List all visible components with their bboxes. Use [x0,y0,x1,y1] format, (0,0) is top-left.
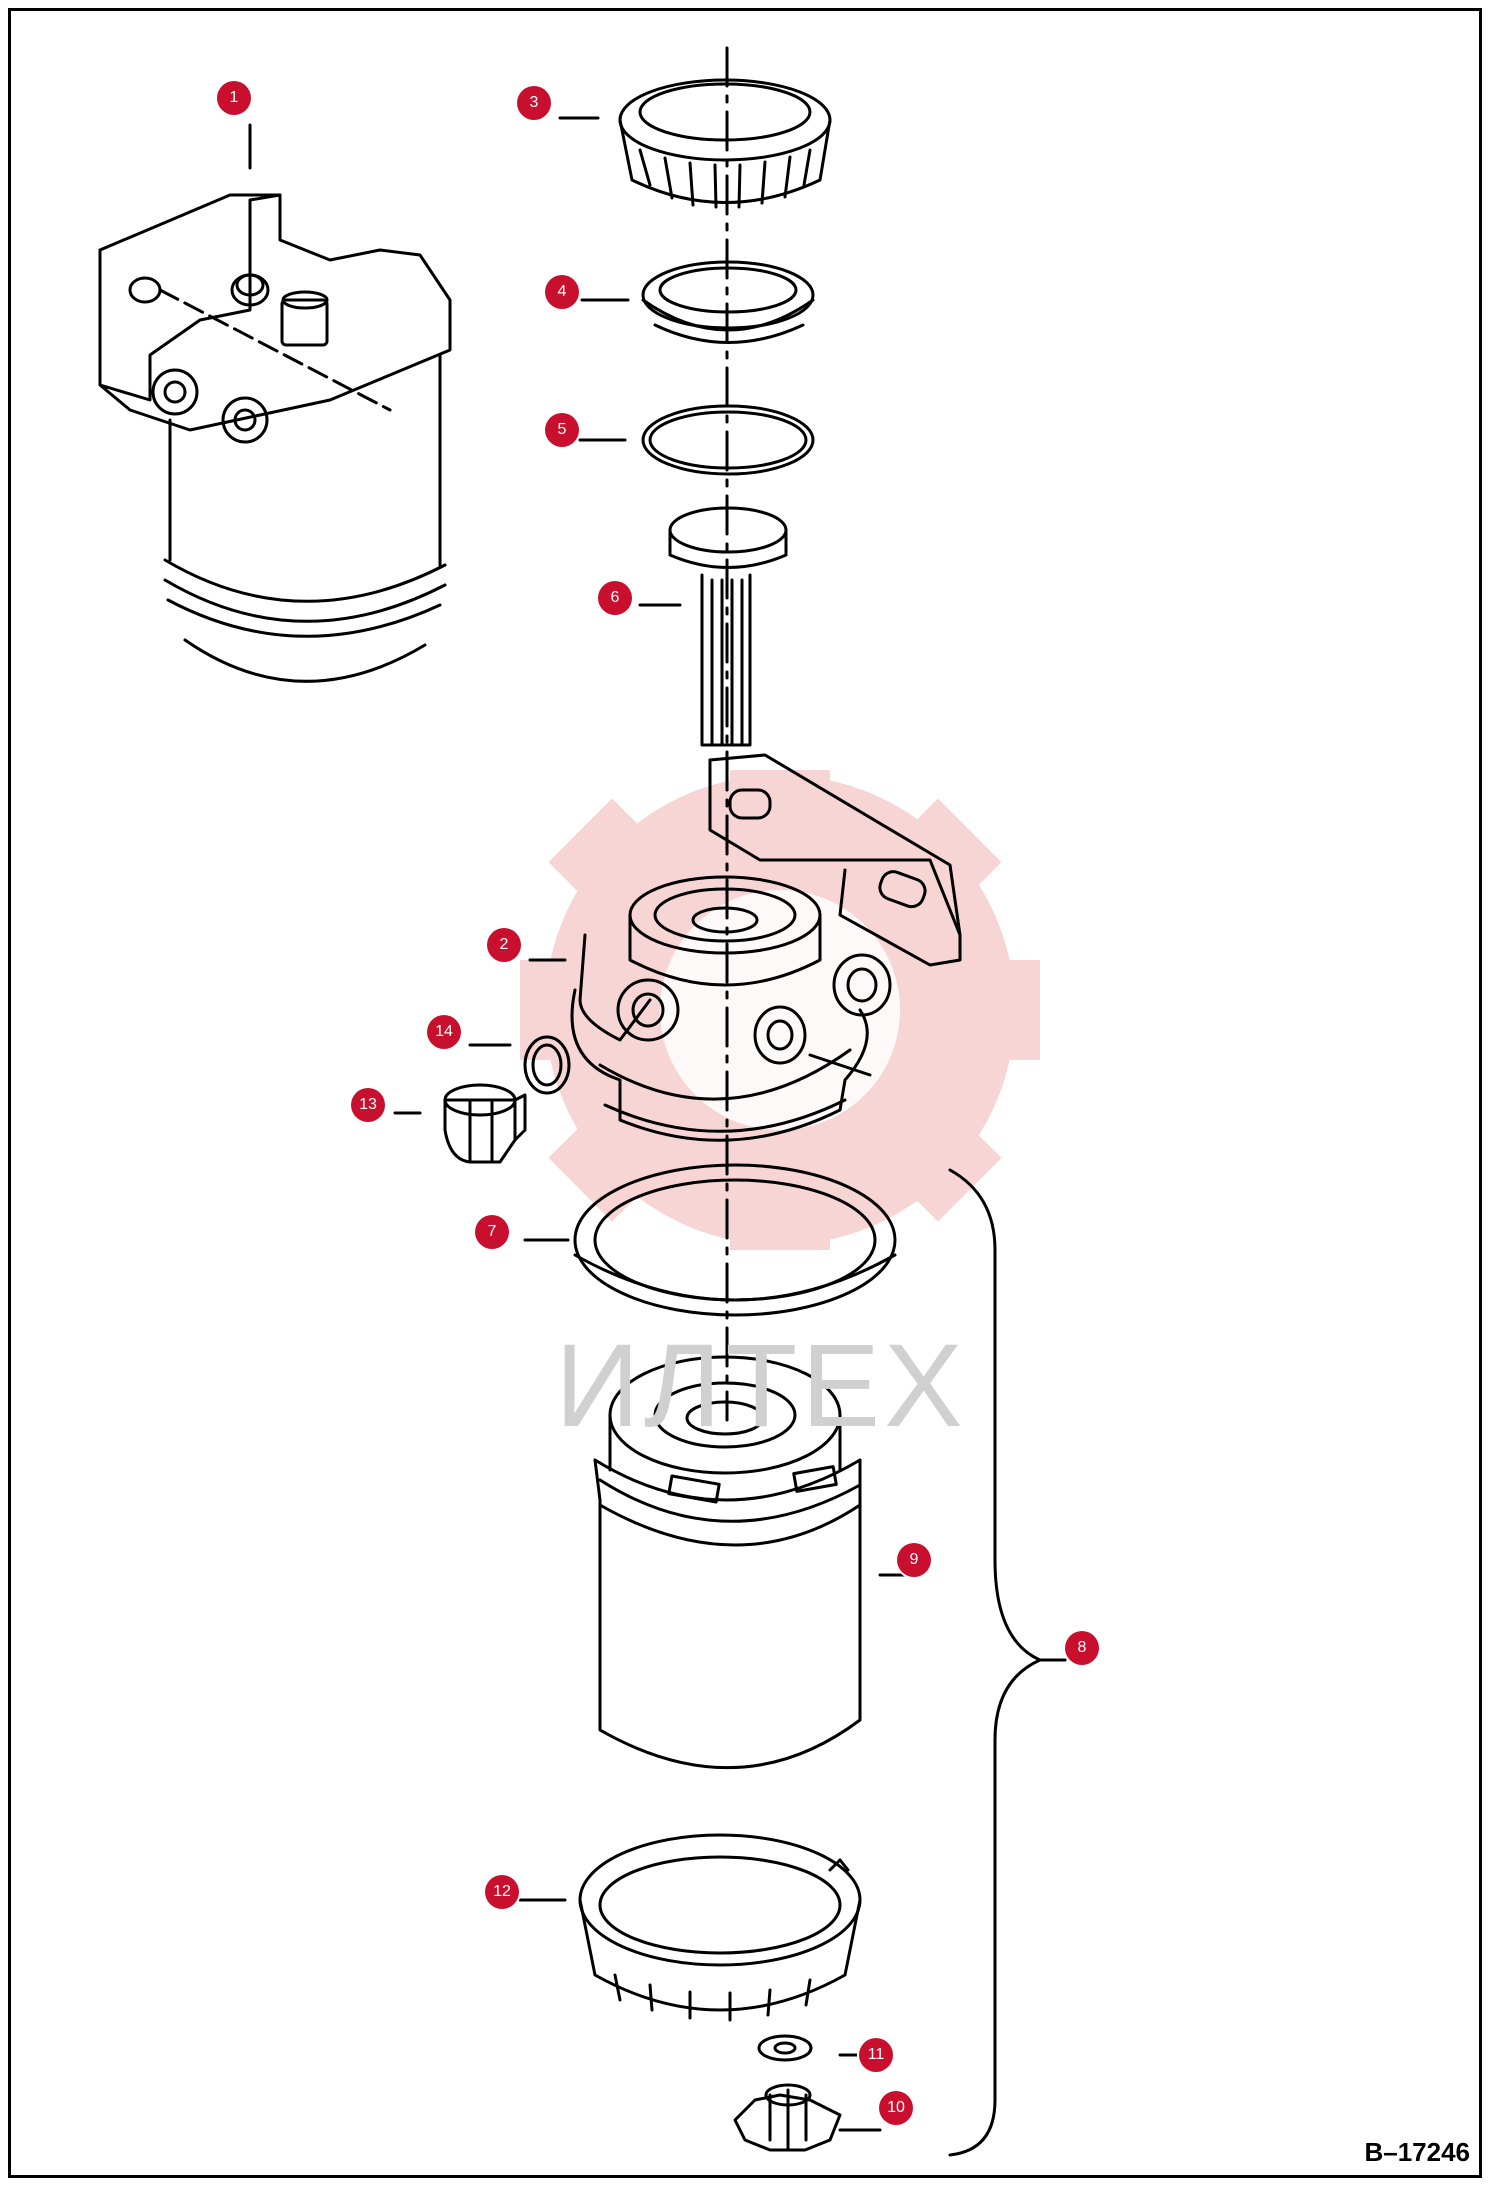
filter-element-part [593,1355,862,1770]
gasket-part [573,1163,897,1317]
callout-4: 4 [545,275,579,309]
leader-lines [248,116,1067,2132]
callout-13: 13 [351,1088,385,1122]
small-seal-part [757,2034,813,2062]
o-ring-part [641,404,815,476]
callout-14: 14 [427,1015,461,1049]
callout-10: 10 [879,2091,913,2125]
watermark-text: ИЛТЕХ [555,1320,967,1452]
callout-2: 2 [487,928,521,962]
filter-head-part [570,753,962,1142]
callout-7: 7 [475,1215,509,1249]
bowl-ring-part [578,1833,862,2022]
drain-plug-part [443,1083,527,1164]
center-bolt-part [668,506,788,747]
callout-5: 5 [545,413,579,447]
callout-1: 1 [217,81,251,115]
callout-9: 9 [897,1543,931,1577]
callout-12: 12 [485,1875,519,1909]
retainer-part [641,260,815,344]
diagram-frame [8,8,1482,2178]
figure-code: B–17246 [1364,2137,1470,2167]
callout-6: 6 [598,581,632,615]
callout-8: 8 [1065,1631,1099,1665]
washer-part [523,1035,571,1095]
assembled-filter-part [98,193,452,683]
callout-11: 11 [859,2038,893,2072]
ring-nut-part [618,78,832,209]
callout-3: 3 [517,86,551,120]
drain-valve-part [733,2083,842,2152]
